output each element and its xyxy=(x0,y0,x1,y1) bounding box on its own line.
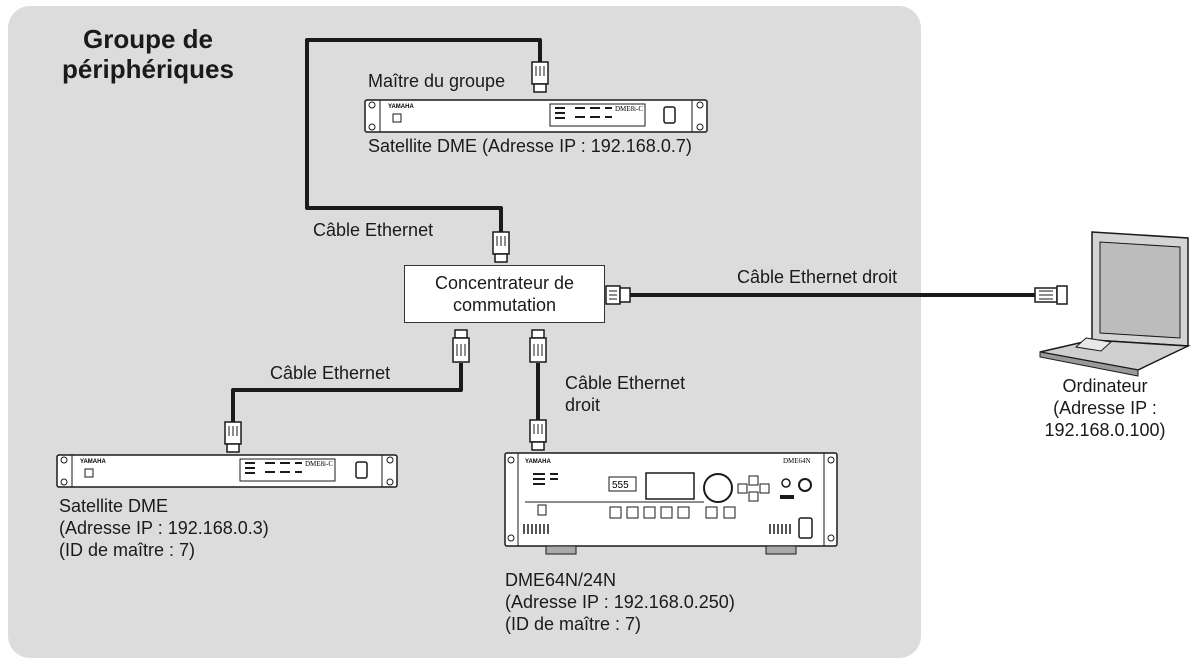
label-computer: Ordinateur (Adresse IP : 192.168.0.100) xyxy=(1030,375,1180,441)
dme64n-device: YAMAHA DME64N 555 xyxy=(504,452,838,555)
satellite-dme-left-device: YAMAHA DME8i-C xyxy=(56,454,398,488)
switching-hub: Concentrateur de commutation xyxy=(404,265,605,323)
label-dme64-line3: (ID de maître : 7) xyxy=(505,614,642,634)
label-computer-line2: (Adresse IP : xyxy=(1053,398,1157,418)
label-dme64-line1: DME64N/24N xyxy=(505,570,617,590)
rj45-connector-computer xyxy=(1034,285,1068,305)
device-group-title-line2: périphériques xyxy=(62,54,234,84)
brand-logo-text: YAMAHA xyxy=(80,459,106,465)
model-label-text: DME8i-C xyxy=(305,460,333,468)
model-label-text: DME64N xyxy=(783,457,811,465)
hub-label-line2: commutation xyxy=(452,295,557,315)
rj45-connector-master xyxy=(531,61,549,93)
rj45-connector-hub-bottom-right xyxy=(529,329,547,363)
label-dme64: DME64N/24N (Adresse IP : 192.168.0.250) … xyxy=(505,569,735,635)
label-satellite-left: Satellite DME (Adresse IP : 192.168.0.3)… xyxy=(59,495,269,561)
label-computer-line1: Ordinateur xyxy=(1062,376,1148,396)
rj45-connector-hub-top xyxy=(492,231,510,263)
laptop-computer xyxy=(1039,231,1191,377)
label-cable-center-line2: droit xyxy=(565,395,601,415)
cable-hub-to-satellite-left xyxy=(231,363,463,422)
satellite-dme-top-device: YAMAHA DME8i-C xyxy=(364,99,708,133)
model-label-text: DME8i-C xyxy=(615,105,643,113)
label-dme64-line2: (Adresse IP : 192.168.0.250) xyxy=(505,592,735,612)
label-satellite-left-line3: (ID de maître : 7) xyxy=(59,540,196,560)
label-group-master: Maître du groupe xyxy=(368,71,506,91)
label-cable-right: Câble Ethernet droit xyxy=(737,267,898,287)
label-cable-top: Câble Ethernet xyxy=(313,220,434,240)
brand-logo-text: YAMAHA xyxy=(388,104,414,110)
label-satellite-left-line2: (Adresse IP : 192.168.0.3) xyxy=(59,518,269,538)
rj45-connector-hub-right xyxy=(605,285,631,305)
label-cable-center: Câble Ethernet droit xyxy=(565,372,685,416)
device-group-title: Groupe de périphériques xyxy=(50,24,246,84)
brand-logo-text: YAMAHA xyxy=(525,459,551,465)
rj45-connector-satellite-left xyxy=(224,421,242,453)
cable-master-to-hub xyxy=(305,38,542,232)
label-cable-left: Câble Ethernet xyxy=(270,363,391,383)
label-cable-center-line1: Câble Ethernet xyxy=(565,373,686,393)
dme64-scene-display: 555 xyxy=(612,480,629,491)
rj45-connector-hub-bottom-left xyxy=(452,329,470,363)
device-group-title-line1: Groupe de xyxy=(82,24,213,54)
label-satellite-left-line1: Satellite DME xyxy=(59,496,169,516)
rj45-connector-dme64 xyxy=(529,419,547,451)
label-satellite-top: Satellite DME (Adresse IP : 192.168.0.7) xyxy=(368,136,692,156)
label-computer-line3: 192.168.0.100) xyxy=(1044,420,1166,440)
hub-label-line1: Concentrateur de xyxy=(434,273,575,293)
